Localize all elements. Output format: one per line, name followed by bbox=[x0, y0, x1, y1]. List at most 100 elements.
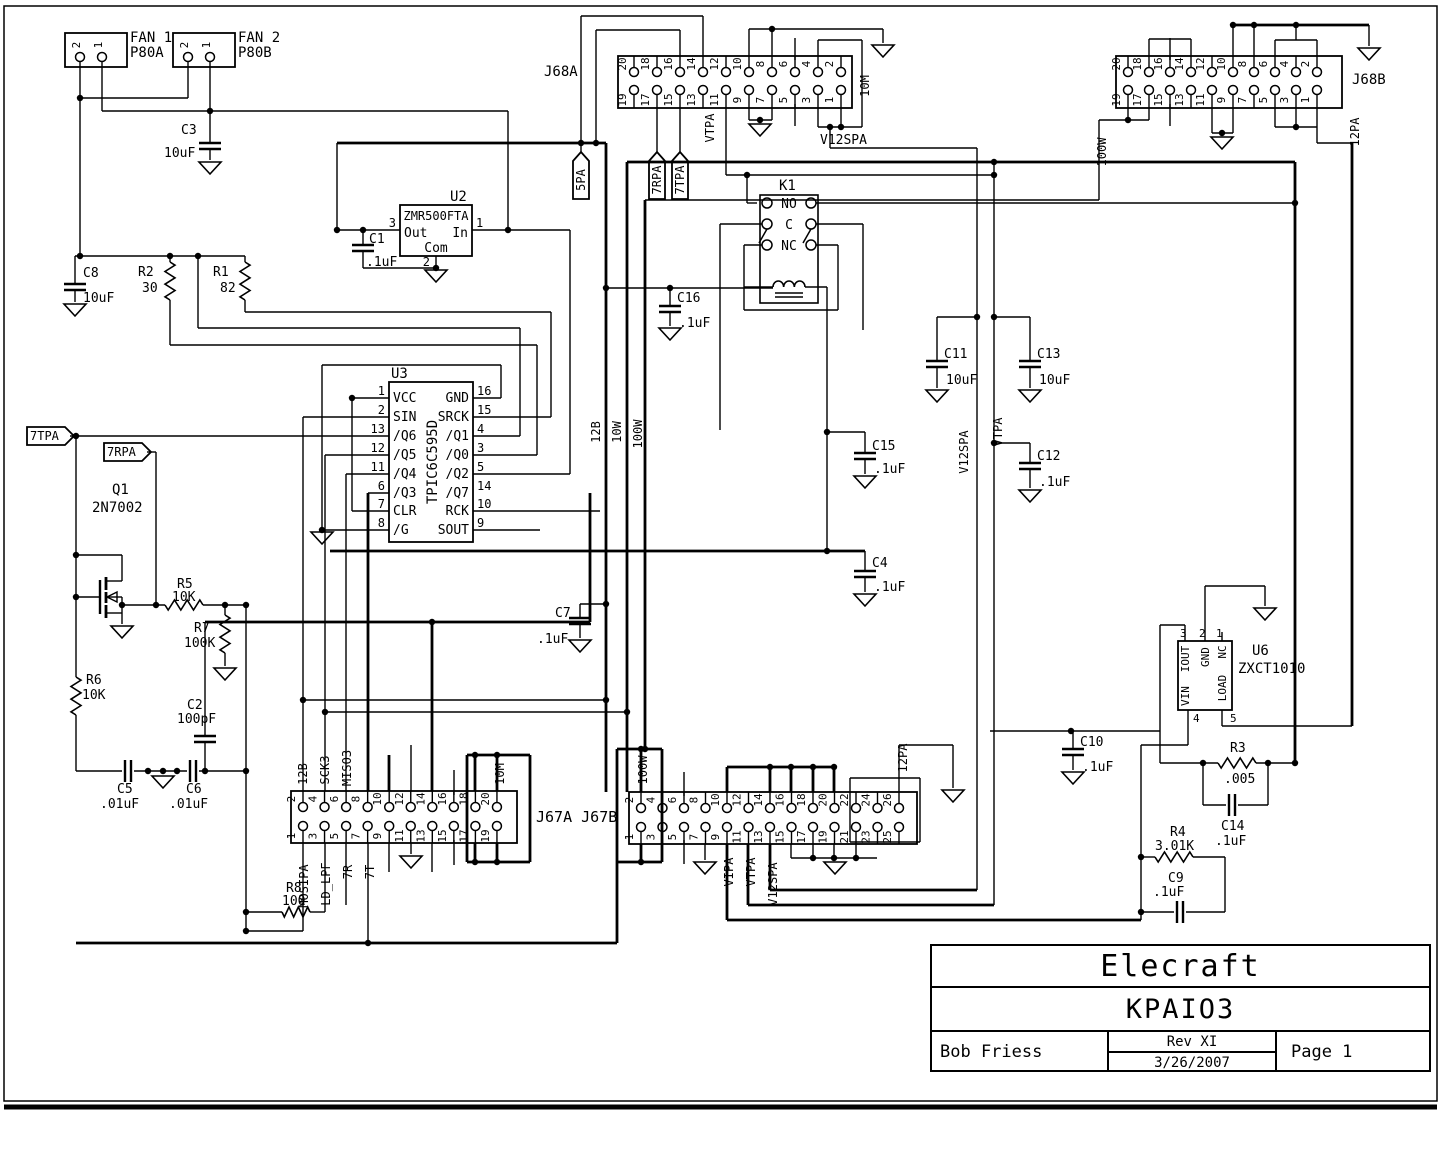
capacitor-ref: C9 bbox=[1168, 871, 1184, 886]
pin-circle bbox=[340, 820, 352, 832]
net-label: 100W bbox=[631, 419, 645, 449]
ic-U3-pin-num: 3 bbox=[477, 441, 484, 455]
junction-dot bbox=[1137, 908, 1145, 916]
relay-contact bbox=[761, 197, 773, 209]
junction-dot bbox=[592, 139, 600, 147]
pin-circle bbox=[674, 66, 686, 78]
pin-number: 12 bbox=[731, 793, 744, 806]
resistor-ref: R7 bbox=[194, 621, 210, 636]
net-label: VTPA bbox=[744, 857, 758, 887]
pin-number: 15 bbox=[1152, 93, 1165, 106]
ic-U6-pin-num: 4 bbox=[1193, 712, 1200, 725]
capacitor-ref: C3 bbox=[181, 123, 197, 138]
pin-circle bbox=[721, 821, 733, 833]
pin-circle bbox=[74, 51, 86, 63]
pin-circle bbox=[674, 84, 686, 96]
pin-number: 6 bbox=[1257, 61, 1270, 68]
pin-number: 19 bbox=[1110, 93, 1123, 106]
ground-icon bbox=[1017, 489, 1043, 504]
pin-circle bbox=[96, 51, 108, 63]
capacitor-value: .1uF bbox=[1215, 834, 1246, 849]
ground-icon bbox=[212, 667, 238, 682]
ground-icon bbox=[1209, 136, 1235, 151]
pin-circle bbox=[297, 820, 309, 832]
pin-circle bbox=[628, 66, 640, 78]
junction-dot bbox=[766, 763, 774, 771]
pin-number: 10 bbox=[731, 57, 744, 70]
pin-circle bbox=[405, 801, 416, 813]
pin-circle bbox=[1269, 84, 1281, 96]
connector-P80A bbox=[64, 32, 128, 68]
capacitor-value: .1uF bbox=[366, 255, 397, 270]
pin-number: 17 bbox=[639, 93, 652, 106]
pin-circle bbox=[743, 821, 754, 833]
junction-dot bbox=[990, 439, 998, 447]
resistor-R3 bbox=[1217, 756, 1257, 770]
capacitor-ref: C15 bbox=[872, 439, 895, 454]
ic-U3-pin-name: /Q7 bbox=[446, 486, 469, 501]
pin-circle bbox=[657, 821, 668, 833]
title-block-author: Bob Friess bbox=[932, 1032, 1109, 1072]
ground-icon bbox=[1356, 47, 1382, 62]
pin-circle bbox=[1164, 84, 1176, 96]
pin-circle bbox=[789, 84, 801, 96]
capacitor-ref: C2 bbox=[187, 698, 203, 713]
junction-dot bbox=[76, 94, 84, 102]
pin-circle bbox=[1248, 84, 1260, 96]
pin-number: 19 bbox=[817, 830, 830, 843]
junction-dot bbox=[826, 123, 834, 131]
connector-J67 bbox=[290, 790, 518, 844]
pin-number: 12 bbox=[708, 57, 721, 70]
transistor-part: 2N7002 bbox=[92, 500, 143, 516]
junction-dot bbox=[602, 600, 610, 608]
pin-number: 14 bbox=[414, 792, 427, 806]
net-flag-label: 5PA bbox=[574, 168, 588, 190]
resistor-ref: R5 bbox=[177, 577, 193, 592]
junction-dot bbox=[173, 767, 181, 775]
pin-circle bbox=[635, 802, 647, 814]
resistor-R2 bbox=[163, 261, 177, 301]
junction-dot bbox=[602, 696, 610, 704]
ic-U3-pin-num: 12 bbox=[371, 441, 385, 455]
title-block-project: KPAIO3 bbox=[932, 988, 1429, 1032]
ic-U6-pin-name: LOAD bbox=[1216, 675, 1229, 702]
ic-U3-pin-name: VCC bbox=[393, 391, 416, 406]
transistor-arrow bbox=[105, 590, 118, 604]
ic-U3-pin-num: 8 bbox=[378, 516, 385, 530]
ground-icon bbox=[423, 269, 449, 284]
junction-dot bbox=[602, 284, 610, 292]
net-label: V12SPA bbox=[820, 133, 867, 148]
capacitor-value: .1uF bbox=[537, 632, 568, 647]
relay-contact bbox=[761, 218, 773, 230]
pin-circle bbox=[720, 66, 732, 78]
ic-U3-pin-name: /Q5 bbox=[393, 448, 416, 463]
ground-icon bbox=[692, 861, 718, 876]
ground-icon bbox=[924, 389, 950, 404]
ic-U3-pin-num: 4 bbox=[477, 422, 484, 436]
pin-number: 5 bbox=[777, 97, 790, 104]
capacitor-value: .1uF bbox=[1153, 885, 1184, 900]
pin-circle bbox=[340, 801, 352, 813]
pin-circle bbox=[204, 51, 216, 63]
capacitor-value: .1uF bbox=[874, 462, 905, 477]
ic-U6 bbox=[1177, 640, 1233, 711]
pin-circle bbox=[448, 801, 460, 813]
pin-number: 15 bbox=[436, 829, 449, 842]
ic-U6-pin-num: 5 bbox=[1230, 712, 1237, 725]
ground-icon bbox=[309, 531, 335, 546]
net-label: VTPA bbox=[703, 113, 717, 143]
pin-number: 3 bbox=[645, 834, 658, 841]
junction-dot bbox=[768, 25, 776, 33]
pin-circle bbox=[1206, 84, 1218, 96]
pin-number: 25 bbox=[881, 830, 894, 843]
resistor-ref: R8 bbox=[286, 881, 302, 896]
resistor-value: 10K bbox=[82, 688, 106, 703]
pin-circle bbox=[1269, 66, 1281, 78]
pin-number: 18 bbox=[1131, 57, 1144, 70]
ic-U3-pin-name: SIN bbox=[393, 410, 416, 425]
relay-blade bbox=[758, 228, 768, 244]
ic-U3-pin-name: /Q6 bbox=[393, 429, 416, 444]
ic-U6-ref: U6 bbox=[1252, 643, 1269, 659]
pin-circle bbox=[786, 802, 797, 814]
junction-dot bbox=[242, 601, 250, 609]
